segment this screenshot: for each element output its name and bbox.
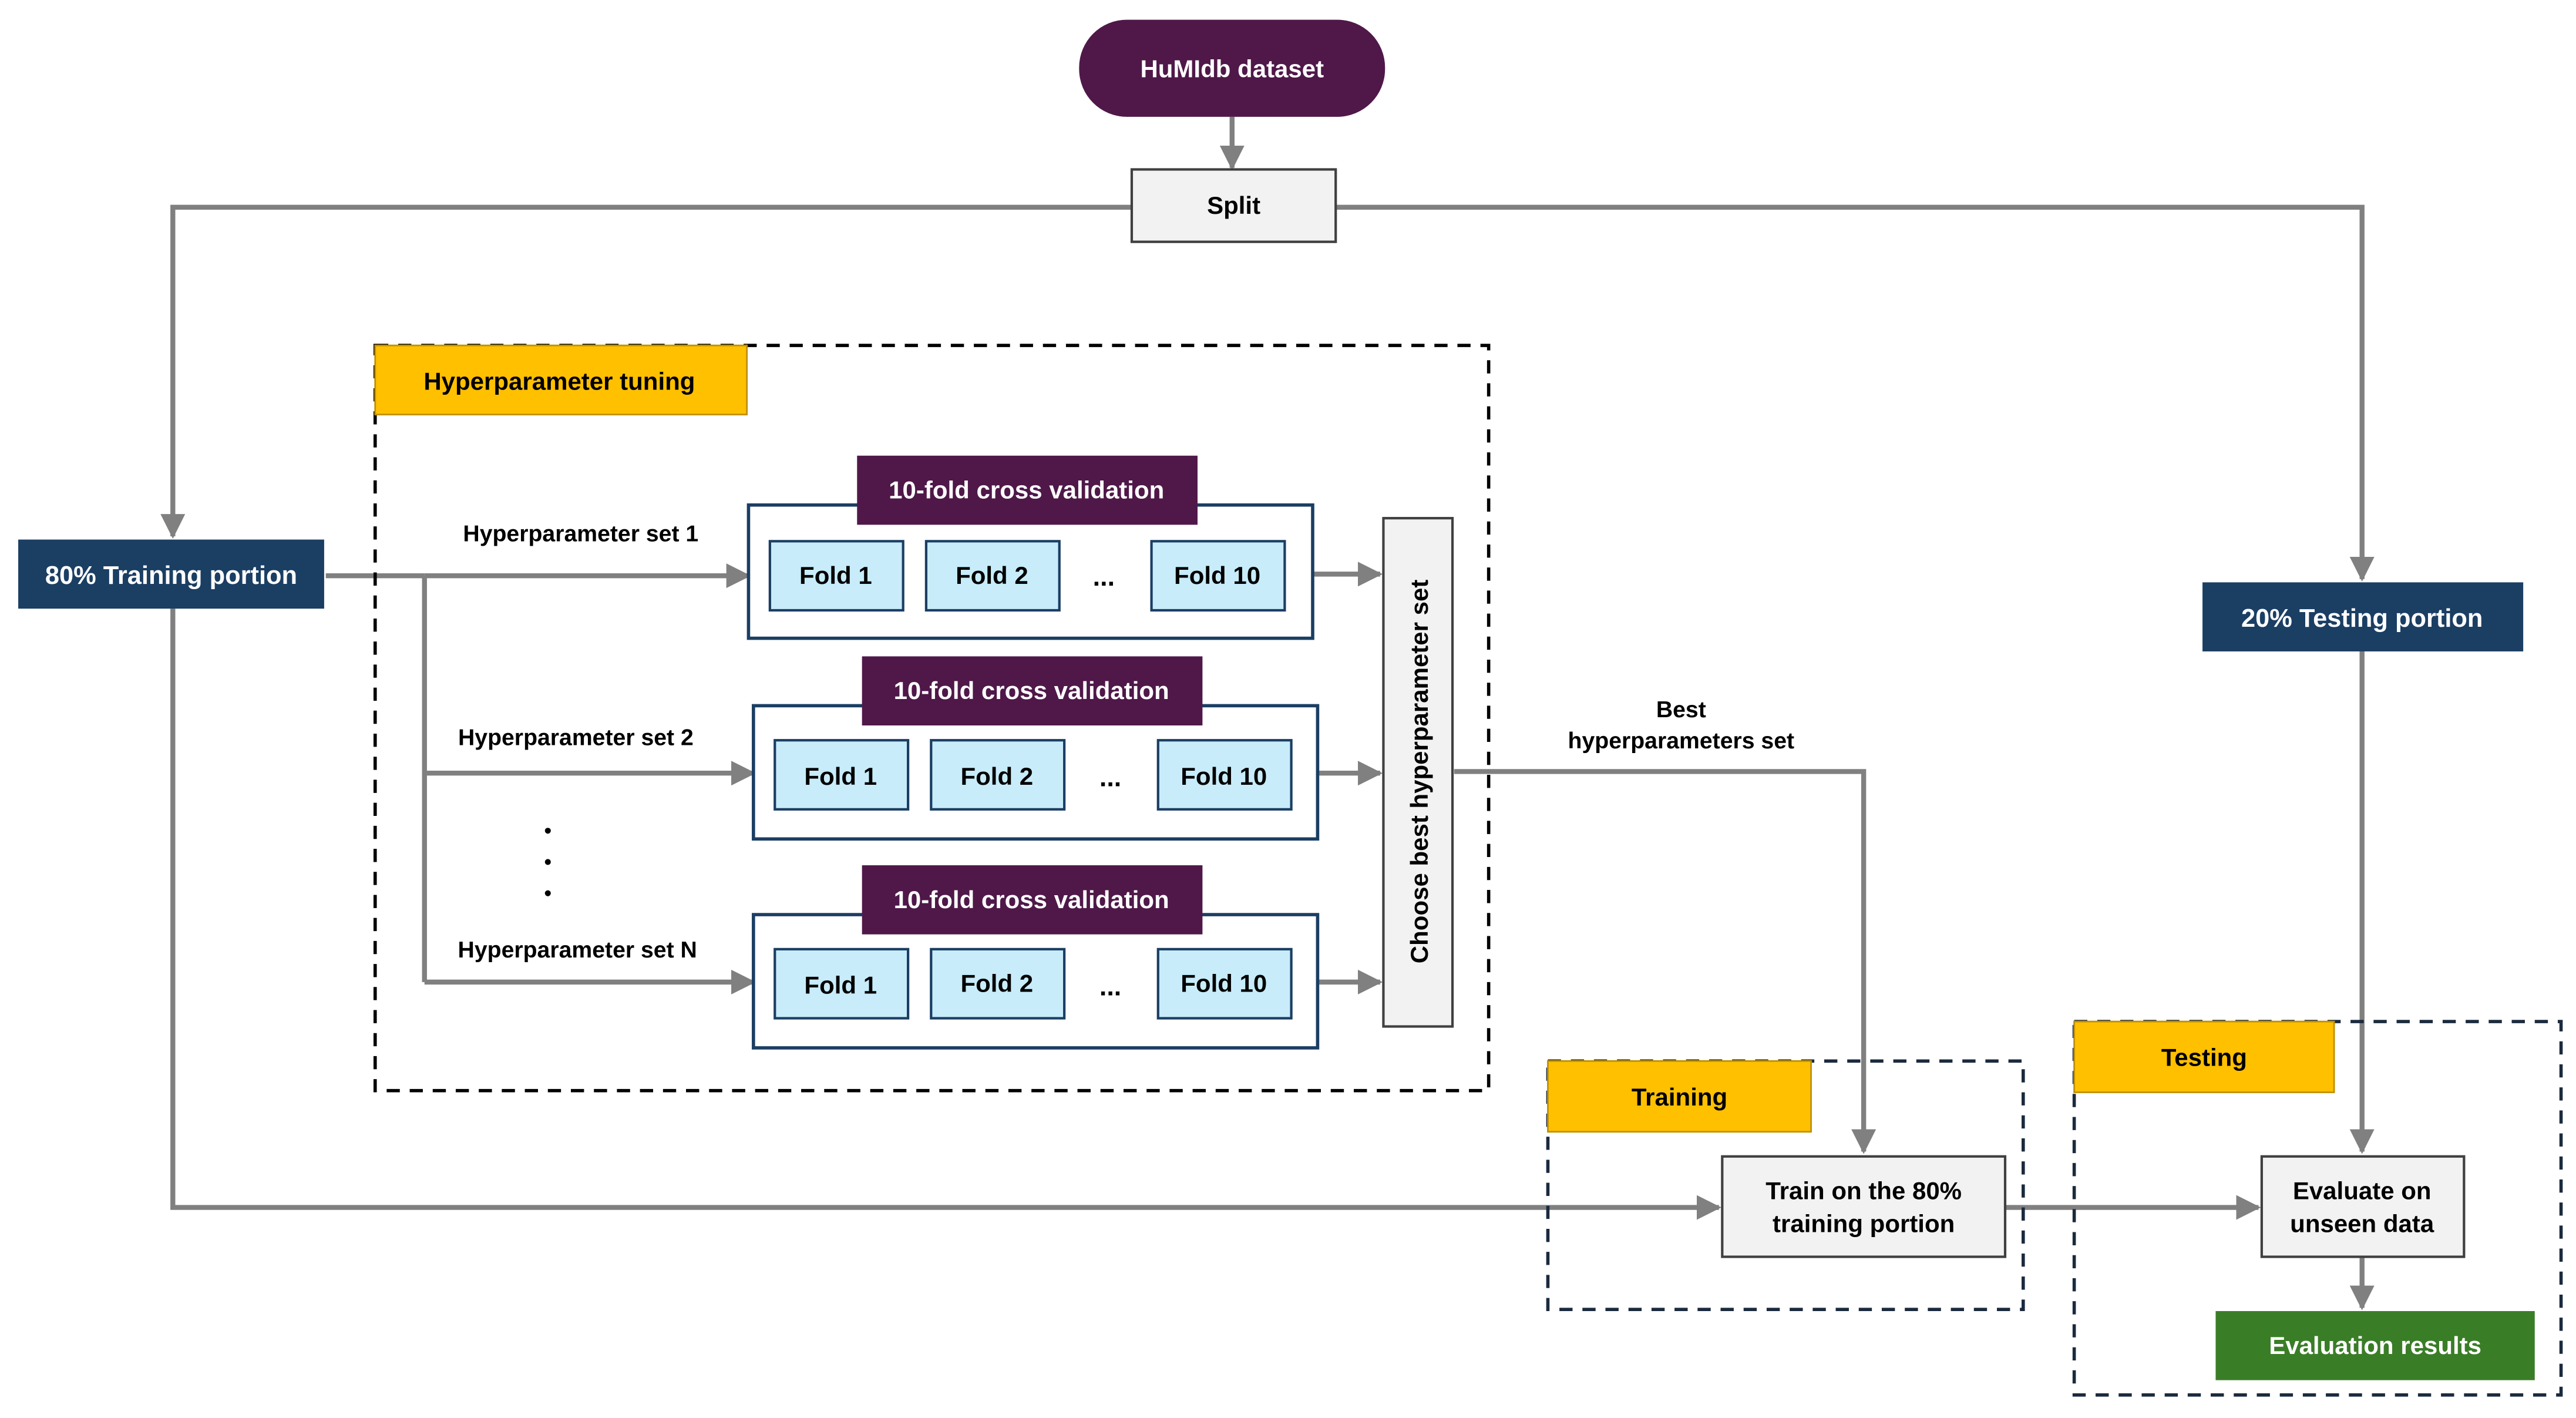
connectors — [160, 116, 2375, 1311]
train-box-line-1: Train on the 80% — [1765, 1177, 1962, 1205]
split-label: Split — [1207, 191, 1260, 219]
source-dataset-node — [1079, 19, 1385, 117]
fold-10-set-2 — [1156, 739, 1293, 811]
cv-title-box-1 — [857, 455, 1198, 525]
ellipsis-set-1: ... — [1093, 562, 1115, 592]
fold-2-set-1 — [924, 540, 1061, 612]
fold-10-set-n-label: Fold 10 — [1181, 970, 1267, 997]
arrow-training-to-train-box — [170, 609, 1721, 1220]
cv-title-box-2 — [862, 656, 1203, 726]
training-title: Training — [1632, 1083, 1727, 1111]
evaluate-box — [2260, 1155, 2466, 1258]
best-label-line-2: hyperparameters set — [1568, 728, 1795, 754]
fold-2-set-n — [930, 947, 1066, 1020]
train-box — [1721, 1155, 2007, 1258]
best-label-line-1: Best — [1656, 697, 1706, 723]
arrow-best-to-train — [1454, 769, 1876, 1154]
evaluation-results-box — [2215, 1311, 2535, 1380]
cv-title-2: 10-fold cross validation — [894, 677, 1169, 704]
vertical-ellipsis — [544, 828, 551, 896]
arrow-split-to-training — [160, 204, 1132, 539]
fold-2-set-1-label: Fold 2 — [956, 562, 1028, 589]
fold-1-set-1-label: Fold 1 — [799, 562, 872, 589]
evaluate-box-line-2: unseen data — [2290, 1210, 2434, 1238]
ellipsis-set-n: ... — [1099, 972, 1121, 1001]
evaluation-results-label: Evaluation results — [2269, 1332, 2481, 1359]
fold-10-set-1-label: Fold 10 — [1174, 562, 1260, 589]
testing-title-box — [2073, 1020, 2335, 1093]
training-title-box — [1547, 1060, 1812, 1133]
fold-1-set-n-label: Fold 1 — [804, 971, 877, 999]
fold-2-set-2-label: Fold 2 — [960, 762, 1033, 790]
train-box-line-2: training portion — [1773, 1210, 1955, 1238]
evaluate-box-line-1: Evaluate on — [2293, 1177, 2432, 1205]
testing-portion-label: 20% Testing portion — [2241, 604, 2483, 633]
hyperparameter-tuning-group — [373, 344, 1491, 1093]
hyperparameter-set-n-label: Hyperparameter set N — [458, 938, 697, 963]
fold-2-set-n-label: Fold 2 — [960, 970, 1033, 997]
hyperparameter-set-2-label: Hyperparameter set 2 — [458, 725, 694, 751]
fold-10-set-1 — [1150, 540, 1286, 612]
fold-1-set-n — [774, 947, 910, 1020]
split-box — [1130, 168, 1337, 243]
choose-best-box — [1382, 517, 1454, 1028]
training-portion-label: 80% Training portion — [45, 562, 297, 590]
fold-1-set-2 — [774, 739, 910, 811]
tuning-title-box — [374, 344, 748, 416]
fold-1-set-1 — [768, 540, 904, 612]
training-portion-box — [18, 539, 324, 609]
tuning-title: Hyperparameter tuning — [423, 368, 695, 395]
ellipsis-set-2: ... — [1099, 763, 1121, 792]
fold-2-set-2 — [930, 739, 1066, 811]
testing-portion-box — [2202, 582, 2524, 651]
cv-title-n: 10-fold cross validation — [894, 886, 1169, 913]
source-dataset-label: HuMIdb dataset — [1140, 55, 1324, 83]
fold-10-set-n — [1156, 947, 1293, 1020]
testing-title: Testing — [2161, 1044, 2247, 1071]
hyperparameter-set-1-label: Hyperparameter set 1 — [463, 521, 698, 546]
choose-best-label: Choose best hyperparameter set — [1405, 580, 1433, 964]
fold-1-set-2-label: Fold 1 — [804, 762, 877, 790]
cv-title-1: 10-fold cross validation — [889, 476, 1164, 504]
arrow-split-to-testing — [1336, 204, 2375, 582]
cv-title-box-n — [862, 865, 1203, 935]
fold-10-set-2-label: Fold 10 — [1181, 762, 1267, 790]
